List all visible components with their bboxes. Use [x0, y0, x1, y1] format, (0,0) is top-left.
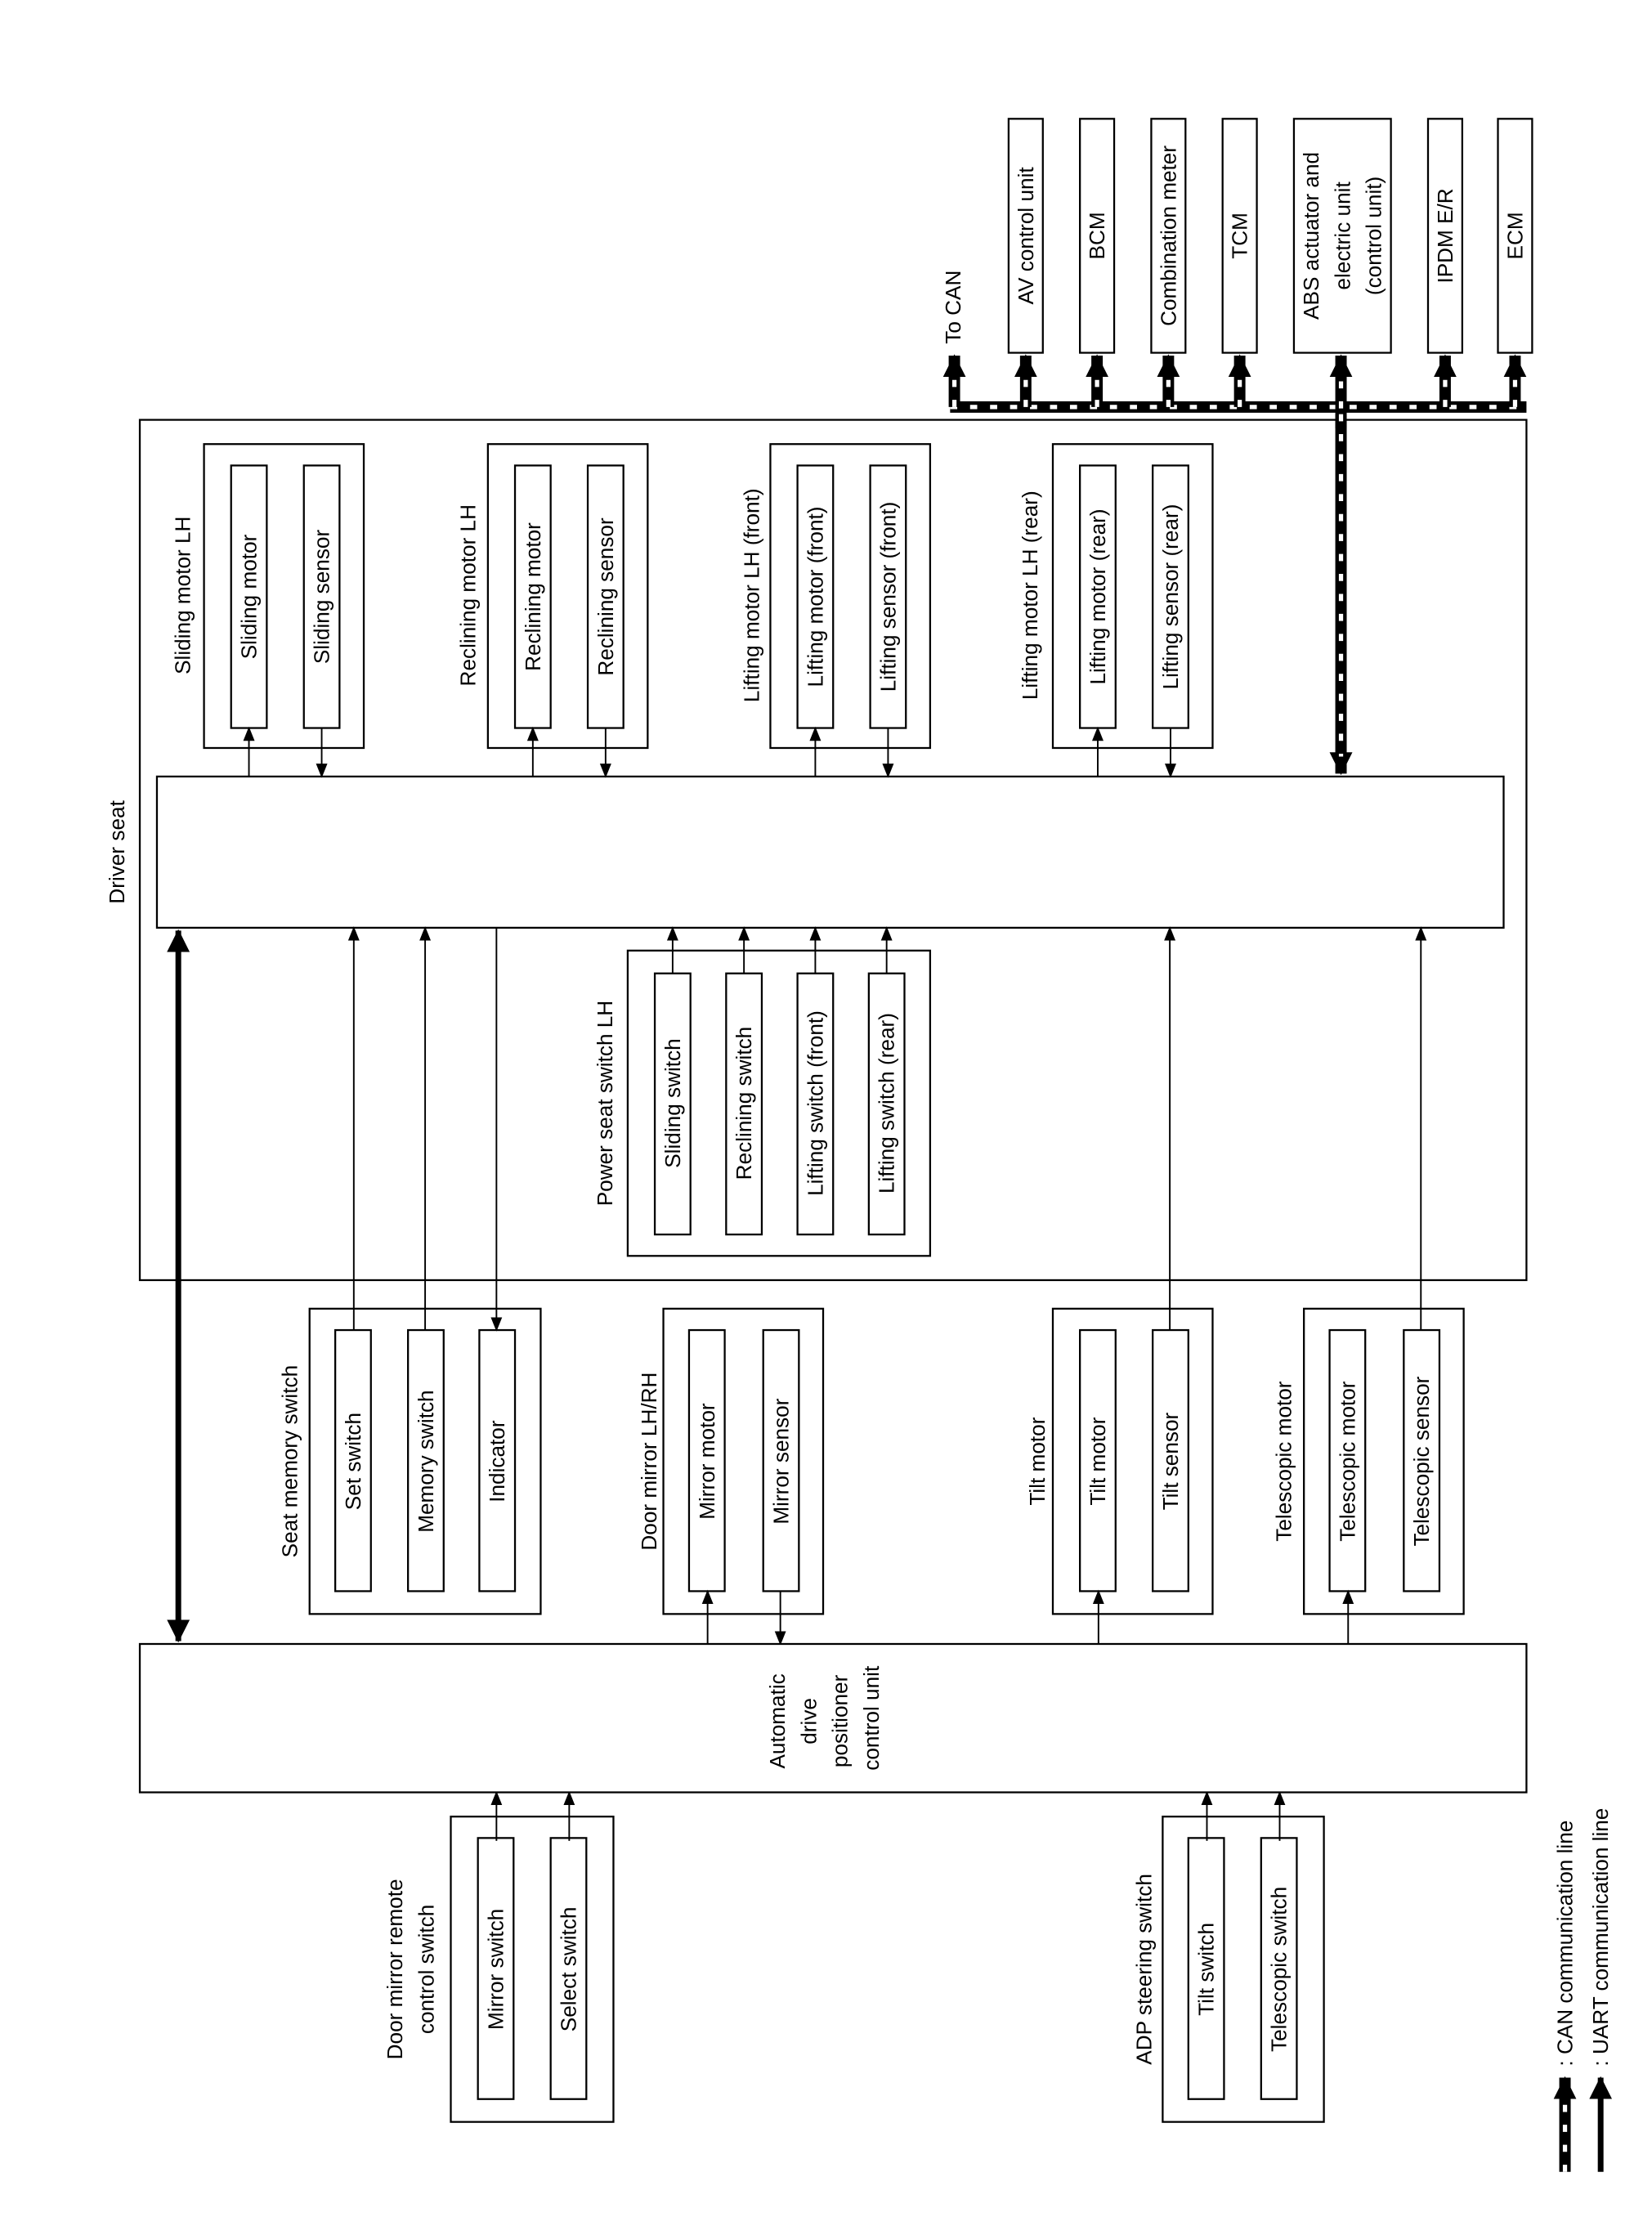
door-mirror-remote-group	[450, 1816, 615, 2123]
sensor-box	[586, 464, 625, 729]
component-label: Set switch	[341, 1413, 365, 1510]
adp-steering-switch-label: ADP steering switch	[1132, 1874, 1157, 2065]
switch-label: Reclining switch	[732, 1027, 756, 1180]
motor-label: Sliding motor	[237, 534, 262, 659]
can-unit-box	[1079, 118, 1116, 354]
component-label: Select switch	[556, 1907, 580, 2032]
motor-box	[796, 464, 835, 729]
can-unit-box	[1292, 118, 1392, 354]
can-unit-label: AV control unit	[1014, 167, 1038, 305]
legend-uart-label: : UART communication line	[1588, 1808, 1613, 2067]
component-box	[407, 1328, 445, 1592]
tilt-motor-label: Tilt motor	[1025, 1417, 1050, 1505]
component-box	[478, 1328, 517, 1592]
sensor-box	[1152, 464, 1189, 729]
can-unit-box	[1221, 118, 1258, 354]
component-label: Memory switch	[414, 1390, 438, 1532]
component-label: Mirror motor	[695, 1403, 719, 1520]
component-label: Telescopic motor	[1335, 1381, 1359, 1542]
switch-label: Lifting switch (rear)	[875, 1013, 899, 1194]
can-unit-label: ECM	[1502, 212, 1527, 259]
driver-seat-control-unit	[155, 775, 1505, 929]
component-box	[1187, 1837, 1225, 2100]
reclining-motor-label: Reclining motor LH	[455, 504, 480, 686]
adp-steering-switch-group	[1162, 1816, 1325, 2123]
sensor-label: Reclining sensor	[593, 517, 618, 676]
can-unit-box	[1150, 118, 1187, 354]
lifting-rear-label: Lifting motor LH (rear)	[1018, 490, 1042, 700]
sensor-label: Lifting sensor (rear)	[1158, 504, 1183, 690]
component-label: Telescopic switch	[1267, 1887, 1292, 2052]
adp-control-unit	[138, 1642, 1528, 1794]
component-label: Tilt motor	[1086, 1417, 1110, 1505]
can-unit-box	[1497, 118, 1533, 354]
component-label: Mirror switch	[483, 1909, 508, 2030]
can-unit-label: Combination meter	[1156, 146, 1180, 326]
motor-label: Lifting motor (rear)	[1086, 508, 1110, 684]
seat-memory-switch-label: Seat memory switch	[277, 1365, 302, 1557]
can-unit-box	[1007, 118, 1044, 354]
switch-box	[796, 972, 835, 1236]
sensor-box	[869, 464, 907, 729]
telescopic-motor-label: Telescopic motor	[1272, 1381, 1296, 1542]
motor-label: Lifting motor (front)	[803, 507, 827, 688]
component-label: Tilt switch	[1194, 1923, 1219, 2016]
legend-can-label: : CAN communication line	[1553, 1821, 1578, 2067]
switch-box	[725, 972, 763, 1236]
component-label: Mirror sensor	[769, 1398, 794, 1524]
component-label: Indicator	[485, 1420, 509, 1503]
motor-box	[1079, 464, 1117, 729]
power-seat-switch-label: Power seat switch LH	[593, 1001, 617, 1207]
component-box	[687, 1328, 726, 1592]
motor-box	[513, 464, 552, 729]
adp-control-unit-label: Automatic drive positioner control unit	[765, 1665, 884, 1771]
component-box	[1403, 1328, 1441, 1592]
can-unit-box	[1426, 118, 1464, 354]
door-mirror-label: Door mirror LH/RH	[637, 1373, 661, 1551]
component-box	[1328, 1328, 1367, 1592]
component-box	[477, 1837, 515, 2100]
sensor-label: Sliding sensor	[310, 530, 334, 665]
component-label: Telescopic sensor	[1409, 1376, 1434, 1546]
driver-seat-label: Driver seat	[105, 799, 129, 903]
can-unit-label: BCM	[1085, 212, 1109, 259]
can-unit-label: IPDM E/R	[1433, 188, 1457, 283]
to-can-label: To CAN	[941, 271, 965, 344]
switch-box	[867, 972, 906, 1236]
sensor-label: Lifting sensor (front)	[875, 502, 900, 692]
can-unit-label: TCM	[1228, 213, 1252, 259]
switch-label: Sliding switch	[660, 1038, 685, 1167]
motor-label: Reclining motor	[521, 522, 545, 671]
component-label: Tilt sensor	[1158, 1412, 1183, 1510]
switch-label: Lifting switch (front)	[803, 1010, 827, 1196]
sensor-box	[302, 464, 341, 729]
sliding-motor-label: Sliding motor LH	[170, 517, 195, 674]
lifting-front-label: Lifting motor LH (front)	[740, 488, 764, 702]
component-box	[549, 1837, 588, 2100]
